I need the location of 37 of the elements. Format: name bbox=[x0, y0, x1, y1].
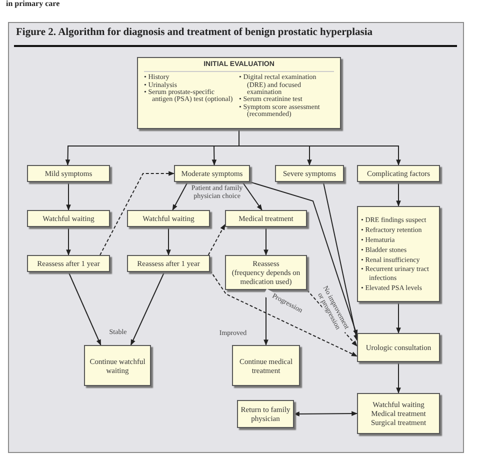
arrow bbox=[396, 182, 401, 207]
process-box bbox=[127, 255, 210, 272]
criteria-list-box bbox=[357, 206, 440, 302]
process-box bbox=[127, 210, 210, 227]
process-box bbox=[225, 255, 307, 290]
arrow bbox=[250, 182, 358, 336]
arrow bbox=[242, 182, 262, 210]
arrow bbox=[238, 128, 401, 166]
process-box bbox=[357, 165, 440, 182]
dashed-arrow bbox=[208, 224, 226, 256]
evaluation-box bbox=[137, 57, 341, 129]
running-head: in primary care bbox=[6, 0, 61, 9]
process-box bbox=[232, 345, 300, 386]
dashed-arrow bbox=[100, 171, 175, 256]
arrow bbox=[130, 272, 165, 346]
process-box bbox=[275, 165, 344, 182]
arrow bbox=[264, 226, 268, 256]
arrow bbox=[396, 362, 401, 394]
process-box bbox=[84, 345, 151, 386]
process-box bbox=[27, 255, 110, 272]
process-box bbox=[27, 210, 110, 227]
figure-title: Figure 2. Algorithm for diagnosis and treatment of benign prostatic hyperplasia bbox=[16, 27, 374, 38]
arrow bbox=[66, 226, 71, 256]
process-box bbox=[357, 333, 440, 362]
process-box bbox=[27, 165, 110, 182]
arrow bbox=[293, 411, 358, 416]
arrow bbox=[68, 272, 102, 346]
arrow bbox=[396, 302, 401, 334]
process-box bbox=[357, 393, 440, 434]
arrow bbox=[322, 182, 358, 341]
arrow bbox=[172, 182, 188, 211]
arrow bbox=[166, 226, 171, 256]
process-box bbox=[174, 165, 250, 182]
process-box bbox=[225, 210, 307, 227]
arrow bbox=[66, 182, 71, 211]
dashed-arrow bbox=[210, 270, 358, 357]
process-box bbox=[237, 400, 294, 428]
